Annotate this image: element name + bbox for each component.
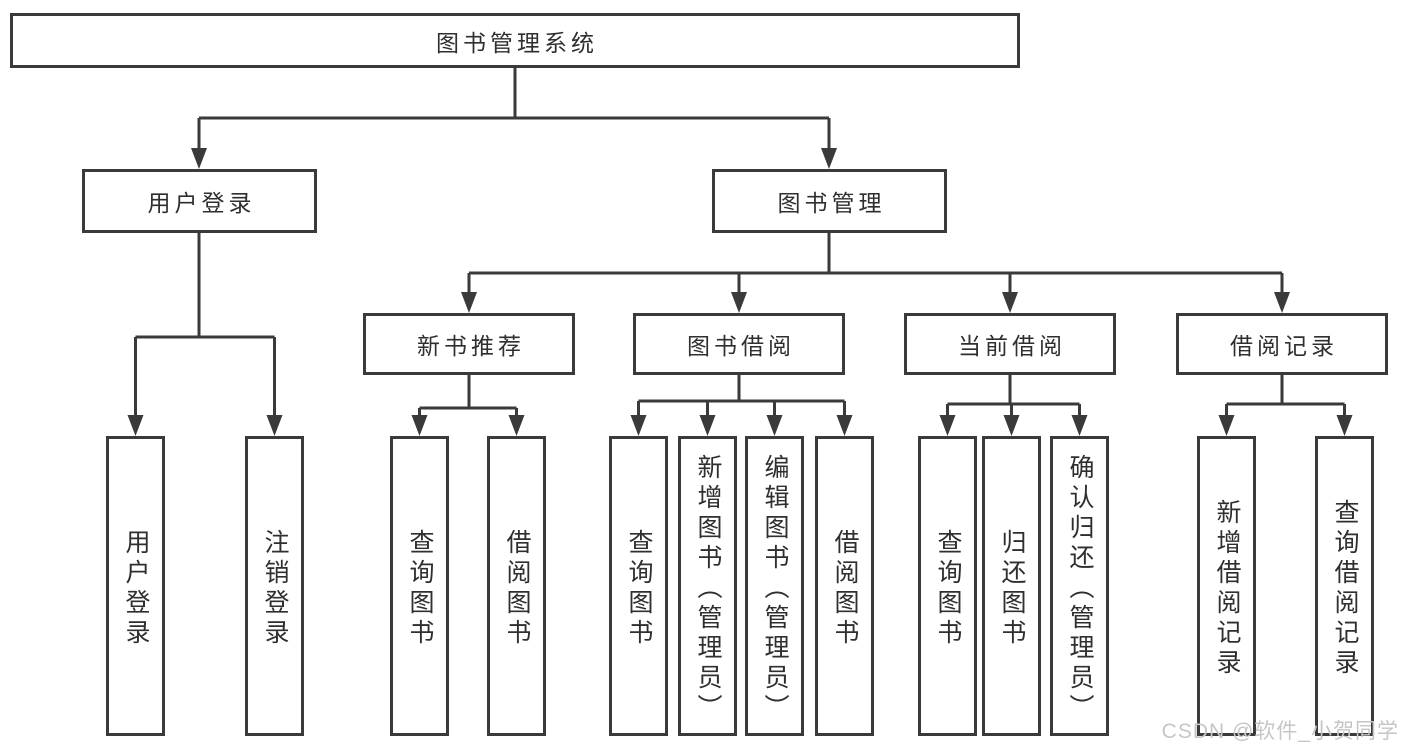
node-label: 借阅记录 [1230,333,1338,359]
leaf-label: 查询图书 [934,528,962,649]
leaf-add-borrow-record: 新增借阅记录 [1197,436,1256,736]
node-library-management-system: 图书管理系统 [10,13,1020,68]
leaf-borrow-books-borrowing: 借阅图书 [815,436,874,736]
leaf-logout: 注销登录 [245,436,304,736]
leaf-query-borrow-record: 查询借阅记录 [1315,436,1374,736]
leaf-label: 归还图书 [998,528,1026,649]
leaf-label: 新增借阅记录 [1213,498,1241,679]
leaf-borrow-books-recommend: 借阅图书 [487,436,546,736]
node-label: 图书管理 [777,190,886,216]
node-current-borrowing: 当前借阅 [904,313,1116,375]
leaf-label: 用户登录 [122,528,150,649]
node-user-login: 用户登录 [82,169,317,233]
leaf-edit-books-admin: 编辑图书（管理员） [745,436,804,736]
leaf-query-books-current: 查询图书 [918,436,977,736]
node-label: 图书借阅 [687,333,795,359]
leaf-confirm-return-admin: 确认归还（管理员） [1050,436,1109,736]
node-label: 当前借阅 [958,333,1066,359]
node-new-book-recommendation: 新书推荐 [363,313,575,375]
leaf-label: 借阅图书 [503,528,531,649]
leaf-label: 查询图书 [406,528,434,649]
node-borrowing-records: 借阅记录 [1176,313,1388,375]
node-label: 图书管理系统 [436,29,598,56]
leaf-return-books: 归还图书 [982,436,1041,736]
leaf-label: 查询图书 [625,528,653,649]
leaf-label: 注销登录 [261,528,289,649]
leaf-query-books-borrowing: 查询图书 [609,436,668,736]
csdn-watermark: CSDN @软件_小贺同学 [1161,720,1399,743]
leaf-label: 借阅图书 [831,528,859,649]
leaf-label: 确认归还（管理员） [1066,453,1094,724]
node-book-management: 图书管理 [712,169,947,233]
leaf-label: 编辑图书（管理员） [761,453,789,724]
leaf-query-books-recommend: 查询图书 [390,436,449,736]
node-label: 用户登录 [147,190,256,216]
leaf-user-login: 用户登录 [106,436,165,736]
node-label: 新书推荐 [417,333,525,359]
leaf-label: 查询借阅记录 [1331,498,1359,679]
leaf-label: 新增图书（管理员） [694,453,722,724]
node-book-borrowing: 图书借阅 [633,313,845,375]
leaf-add-books-admin: 新增图书（管理员） [678,436,737,736]
